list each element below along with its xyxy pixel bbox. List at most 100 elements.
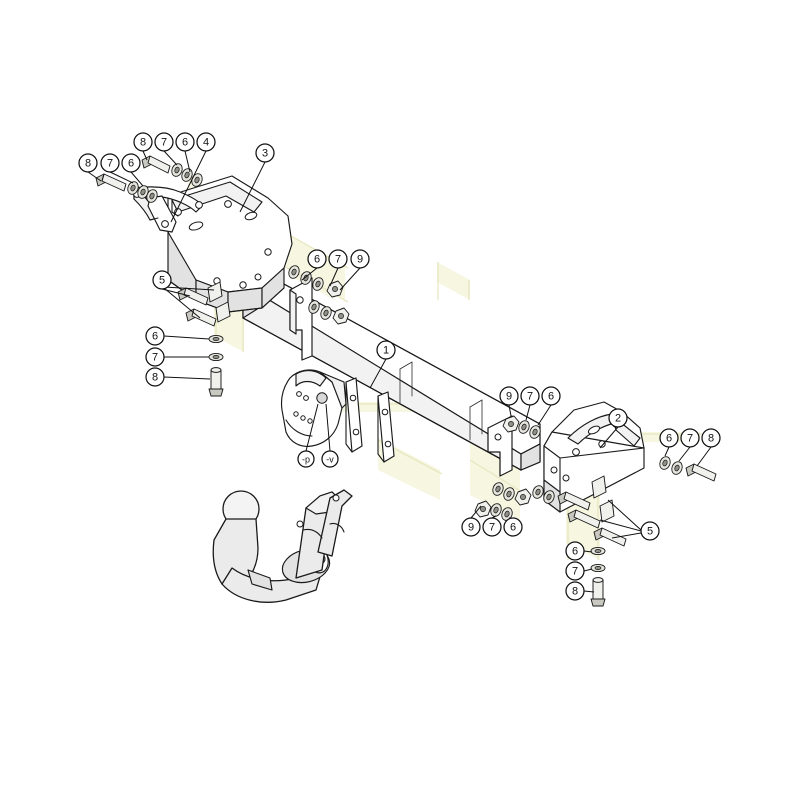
callout-label: 6 bbox=[152, 331, 158, 343]
callout-c-br-7[interactable]: 7 bbox=[565, 561, 585, 581]
callout-label: 5 bbox=[647, 526, 653, 538]
callout-c-part-3[interactable]: 3 bbox=[255, 143, 275, 163]
callout-c-mid-6[interactable]: 6 bbox=[307, 249, 327, 269]
callout-c-b-6[interactable]: 6 bbox=[503, 517, 523, 537]
callout-c-rr-7[interactable]: 7 bbox=[680, 428, 700, 448]
callout-c-b-7[interactable]: 7 bbox=[482, 517, 502, 537]
callout-label: 8 bbox=[708, 433, 714, 445]
callout-bubble[interactable] bbox=[541, 386, 561, 406]
callout-label: 8 bbox=[85, 158, 91, 170]
callout-label: 7 bbox=[687, 433, 693, 445]
callout-label: 1 bbox=[383, 345, 389, 357]
callout-bubble[interactable] bbox=[482, 517, 502, 537]
spring-washer bbox=[320, 306, 332, 320]
callout-label: 7 bbox=[161, 137, 167, 149]
flat-washer bbox=[492, 482, 504, 496]
callout-bubble[interactable] bbox=[499, 386, 519, 406]
hex-bolt-long bbox=[590, 577, 606, 607]
callout-bubble[interactable] bbox=[659, 428, 679, 448]
callout-label: 4 bbox=[203, 137, 209, 149]
callout-bubble[interactable] bbox=[133, 132, 153, 152]
callout-bubble[interactable] bbox=[565, 581, 585, 601]
fastener-group-left-vertical bbox=[208, 334, 224, 397]
fastener-group-right-row bbox=[659, 456, 717, 482]
callout-c-left-8[interactable]: 8 bbox=[145, 367, 165, 387]
hex-bolt-short bbox=[185, 308, 217, 327]
callout-bubble[interactable] bbox=[328, 249, 348, 269]
callout-bubble[interactable] bbox=[376, 340, 396, 360]
callout-c-r-7-top[interactable]: 7 bbox=[520, 386, 540, 406]
callout-bubble[interactable] bbox=[350, 249, 370, 269]
callout-c-marker-v[interactable]: -v bbox=[321, 450, 339, 468]
callout-c-r-6-top[interactable]: 6 bbox=[541, 386, 561, 406]
callout-c-r-9-top[interactable]: 9 bbox=[499, 386, 519, 406]
fastener-group-left-bolts-5 bbox=[177, 281, 231, 327]
callout-c-mid-7[interactable]: 7 bbox=[328, 249, 348, 269]
callout-bubble[interactable] bbox=[640, 521, 660, 541]
callout-bubble[interactable] bbox=[175, 132, 195, 152]
callout-c-right-5[interactable]: 5 bbox=[640, 521, 660, 541]
callout-label: 6 bbox=[666, 433, 672, 445]
leader-lines bbox=[87, 150, 712, 593]
hex-nut bbox=[502, 415, 520, 433]
callout-c-rr-8[interactable]: 8 bbox=[701, 428, 721, 448]
callout-bubble[interactable] bbox=[701, 428, 721, 448]
callout-bubble[interactable] bbox=[145, 347, 165, 367]
callout-c-mid-9[interactable]: 9 bbox=[350, 249, 370, 269]
callout-c-br-8[interactable]: 8 bbox=[565, 581, 585, 601]
detachable-coupling-head bbox=[280, 369, 347, 447]
callout-c-left-7[interactable]: 7 bbox=[145, 347, 165, 367]
callout-bubble[interactable] bbox=[608, 408, 628, 428]
fastener-group-bottom-right-vertical bbox=[590, 546, 606, 607]
callout-bubble[interactable] bbox=[78, 153, 98, 173]
callout-bubble[interactable] bbox=[196, 132, 216, 152]
callout-bubble[interactable] bbox=[565, 541, 585, 561]
spring-washer bbox=[518, 420, 530, 434]
callout-c-b-9[interactable]: 9 bbox=[461, 517, 481, 537]
callout-c-top-4[interactable]: 4 bbox=[196, 132, 216, 152]
callout-c-rr-6[interactable]: 6 bbox=[659, 428, 679, 448]
callout-c-top-7-left[interactable]: 7 bbox=[100, 153, 120, 173]
callout-label: 7 bbox=[489, 522, 495, 534]
callout-c-left-5[interactable]: 5 bbox=[152, 270, 172, 290]
callout-bubble[interactable] bbox=[565, 561, 585, 581]
flat-washer bbox=[501, 507, 513, 521]
callout-bubble[interactable] bbox=[154, 132, 174, 152]
callout-c-top-6[interactable]: 6 bbox=[175, 132, 195, 152]
callout-bubble[interactable] bbox=[255, 143, 275, 163]
bushing-sleeve bbox=[207, 281, 231, 323]
callout-bubble[interactable] bbox=[152, 270, 172, 290]
callout-bubble[interactable] bbox=[461, 517, 481, 537]
callout-c-br-6[interactable]: 6 bbox=[565, 541, 585, 561]
callout-c-top-6-left[interactable]: 6 bbox=[121, 153, 141, 173]
callout-bubble[interactable] bbox=[145, 367, 165, 387]
hex-nut bbox=[514, 488, 532, 506]
crossbar-right-mount-plate bbox=[487, 415, 513, 477]
callout-bubble[interactable] bbox=[307, 249, 327, 269]
callout-bubble[interactable] bbox=[520, 386, 540, 406]
callout-bubble[interactable] bbox=[321, 450, 339, 468]
callout-label: 6 bbox=[314, 254, 320, 266]
callout-label: 9 bbox=[357, 254, 363, 266]
callout-c-top-7[interactable]: 7 bbox=[154, 132, 174, 152]
callout-bubble[interactable] bbox=[100, 153, 120, 173]
callout-bubble[interactable] bbox=[297, 450, 315, 468]
callout-c-part-2[interactable]: 2 bbox=[608, 408, 628, 428]
callout-c-part-1[interactable]: 1 bbox=[376, 340, 396, 360]
fastener-group-mid-lower bbox=[308, 300, 350, 325]
callout-bubble[interactable] bbox=[680, 428, 700, 448]
flat-washer bbox=[312, 277, 324, 291]
callout-bubble[interactable] bbox=[121, 153, 141, 173]
callout-label: 7 bbox=[335, 254, 341, 266]
callout-c-left-6[interactable]: 6 bbox=[145, 326, 165, 346]
callout-c-top-8-left[interactable]: 8 bbox=[78, 153, 98, 173]
callout-c-top-8[interactable]: 8 bbox=[133, 132, 153, 152]
callout-bubble[interactable] bbox=[503, 517, 523, 537]
swan-neck-tow-ball-assembly[interactable] bbox=[212, 489, 353, 603]
flat-washer bbox=[208, 334, 224, 344]
hex-bolt-long bbox=[685, 463, 717, 482]
callout-c-marker-p[interactable]: -p bbox=[297, 450, 315, 468]
callout-bubble[interactable] bbox=[145, 326, 165, 346]
